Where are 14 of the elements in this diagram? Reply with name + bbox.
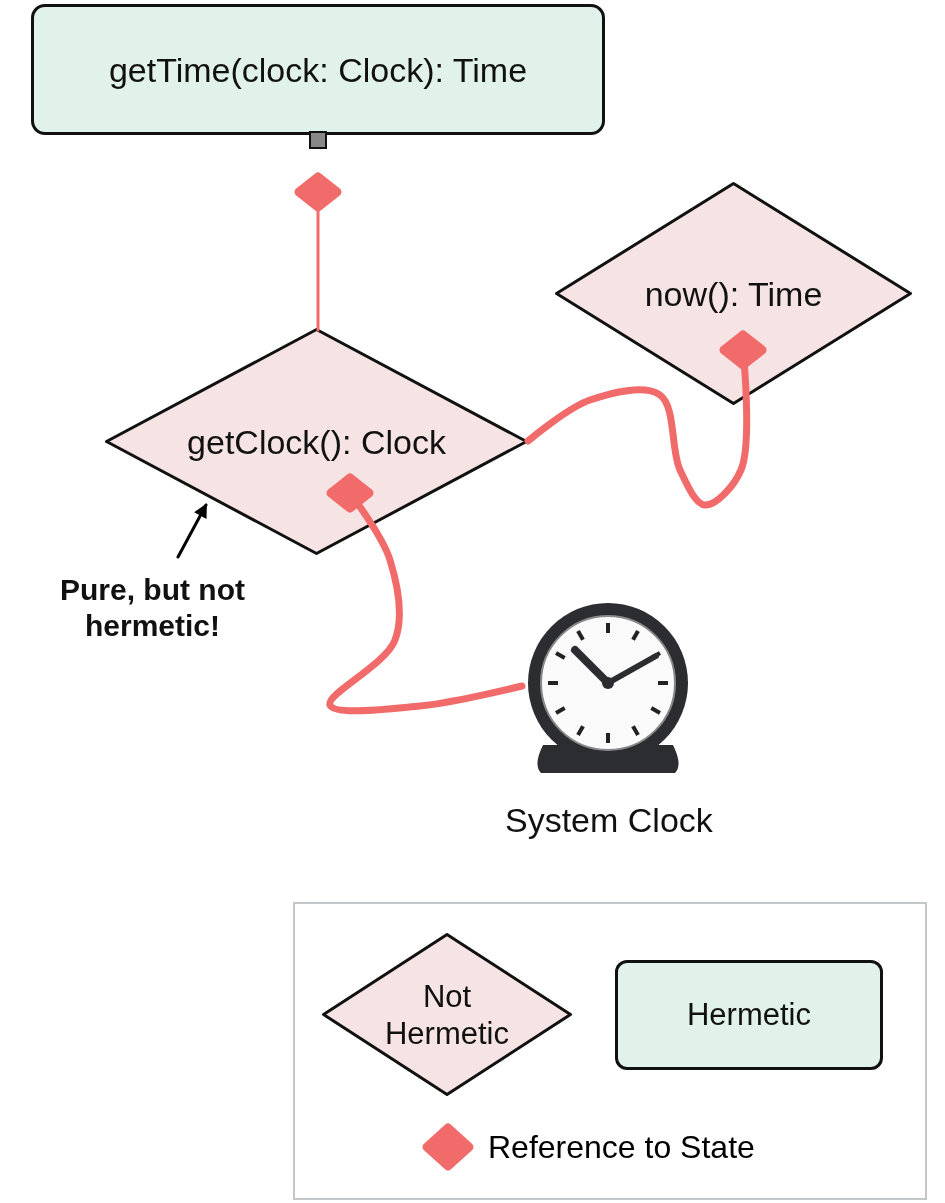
annotation-text: Pure, but not hermetic! xyxy=(59,572,246,644)
node-label: now(): Time xyxy=(643,273,824,314)
hermetic-box xyxy=(31,4,605,135)
not-hermetic-diamond xyxy=(105,328,528,555)
not-hermetic-diamond xyxy=(555,182,912,405)
legend-label: Not Hermetic xyxy=(384,977,510,1052)
legend-label: Hermetic xyxy=(686,996,812,1034)
node-label: getClock(): Clock xyxy=(186,421,447,462)
reference-connector xyxy=(294,172,342,332)
reference-connector xyxy=(326,473,526,715)
reference-connector xyxy=(524,330,767,509)
legend-label: Reference to State xyxy=(488,1129,755,1166)
pointer-arrow xyxy=(176,503,208,559)
node-label: getTime(clock: Clock): Time xyxy=(107,49,529,90)
